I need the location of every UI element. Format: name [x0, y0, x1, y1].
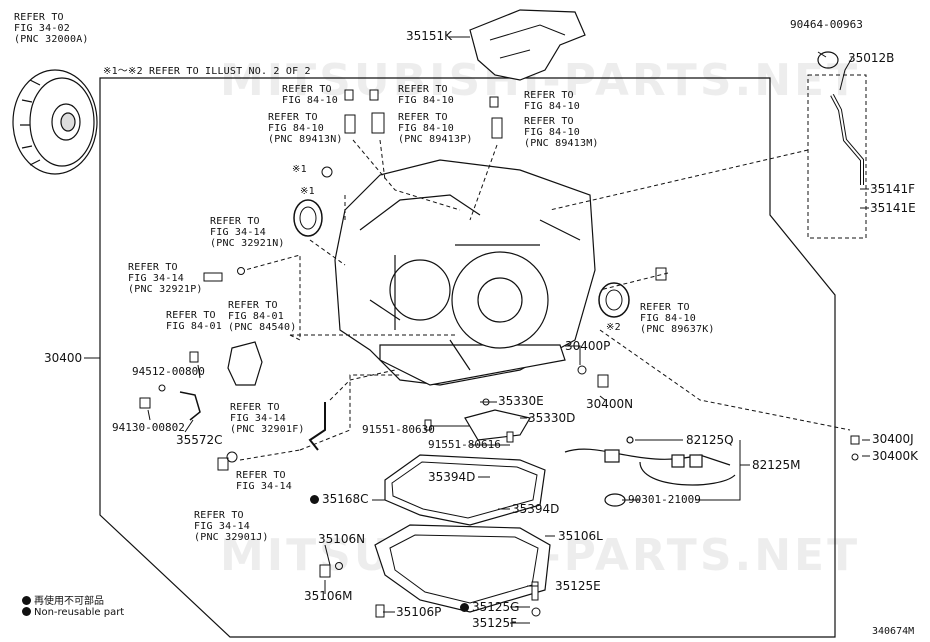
part-35168c-label: 35168C [322, 492, 369, 506]
part-35141f[interactable]: 35141F [870, 182, 916, 196]
part-35168c[interactable]: 35168C [310, 493, 369, 506]
refer-fig-84-10-a[interactable]: REFER TO FIG 84-10 [282, 84, 338, 106]
refer-pnc-84540[interactable]: REFER TO FIG 84-01 (PNC 84540) [228, 300, 297, 333]
oring-1 [321, 166, 333, 178]
part-94130-00802[interactable]: 94130-00802 [112, 421, 185, 434]
part-82125m[interactable]: 82125M [752, 458, 801, 472]
part-90464-00963[interactable]: 90464-00963 [790, 18, 863, 31]
part-35141e[interactable]: 35141E [870, 201, 916, 215]
mark-1-a: ※1 [292, 164, 307, 175]
part-91551-80616[interactable]: 91551-80616 [428, 438, 501, 451]
part-35572c[interactable]: 35572C [176, 433, 223, 447]
part-35151k[interactable]: 35151K [406, 29, 453, 43]
refer-fig-34-14[interactable]: REFER TO FIG 34-14 [236, 470, 292, 492]
part-35330d[interactable]: 35330D [528, 411, 576, 425]
part-90301-21009[interactable]: 90301-21009 [628, 493, 701, 506]
part-35106p[interactable]: 35106P [396, 605, 442, 619]
washer-1 [158, 384, 166, 392]
hose-drawing [830, 94, 864, 185]
sensor-2 [371, 112, 385, 134]
legend-jp: 再使用不可部品 [22, 592, 104, 607]
mark-2: ※2 [606, 322, 621, 333]
oring-2 [237, 267, 245, 275]
seal-1 [293, 199, 323, 237]
sensor-1 [344, 114, 356, 134]
wire-harness-drawing [564, 436, 736, 507]
refer-pnc-89413m[interactable]: REFER TO FIG 84-10 (PNC 89413M) [524, 116, 599, 149]
refer-pnc-32901j[interactable]: REFER TO FIG 34-14 (PNC 32901J) [194, 510, 269, 543]
refer-fig-84-10-c[interactable]: REFER TO FIG 84-10 [524, 90, 580, 112]
legend-jp-text: 再使用不可部品 [34, 596, 104, 607]
part-35125e[interactable]: 35125E [555, 579, 601, 593]
refer-fig-84-01[interactable]: REFER TO FIG 84-01 [166, 310, 222, 332]
part-35125g[interactable]: 35125G [460, 601, 519, 614]
part-35125f[interactable]: 35125F [472, 616, 518, 630]
refer-fig-84-10-b[interactable]: REFER TO FIG 84-10 [398, 84, 454, 106]
part-94512-00800[interactable]: 94512-00800 [132, 365, 205, 378]
legend-en: Non-reusable part [22, 607, 124, 618]
part-35125g-label: 35125G [472, 600, 520, 614]
strainer-drawing [464, 409, 531, 441]
refer-pnc-32921n[interactable]: REFER TO FIG 34-14 (PNC 32921N) [210, 216, 285, 249]
leader-lines [84, 36, 870, 624]
torque-converter-drawing [12, 69, 98, 175]
refer-torque-converter[interactable]: REFER TO FIG 34-02 (PNC 32000A) [14, 12, 89, 45]
non-reusable-mark [310, 495, 319, 504]
part-30400n[interactable]: 30400N [586, 397, 634, 411]
part-35330e[interactable]: 35330E [498, 394, 544, 408]
part-30400j[interactable]: 30400J [872, 432, 914, 446]
non-reusable-mark [460, 603, 469, 612]
oil-pan-drawing [374, 524, 551, 613]
pan-gasket-drawing [384, 454, 546, 526]
part-91551-80630[interactable]: 91551-80630 [362, 423, 435, 436]
part-30400k[interactable]: 30400K [872, 449, 919, 463]
transmission-case-drawing [334, 159, 596, 386]
part-35106n[interactable]: 35106N [318, 532, 366, 546]
pipe-drawing [308, 402, 326, 451]
cover-drawing [469, 9, 586, 81]
hose-clamp-drawing [817, 51, 839, 69]
illust-note: ※1～※2 REFER TO ILLUST NO. 2 OF 2 [103, 66, 311, 77]
refer-pnc-89413n[interactable]: REFER TO FIG 84-10 (PNC 89413N) [268, 112, 343, 145]
part-30400p[interactable]: 30400P [565, 339, 611, 353]
hose-box [807, 74, 867, 239]
sensor-3 [491, 117, 503, 139]
part-35106m[interactable]: 35106M [304, 589, 353, 603]
part-35394d-a[interactable]: 35394D [428, 470, 476, 484]
seal-2 [598, 282, 630, 318]
part-35012b[interactable]: 35012B [848, 51, 895, 65]
refer-pnc-32921p[interactable]: REFER TO FIG 34-14 (PNC 32921P) [128, 262, 203, 295]
part-35106l[interactable]: 35106L [558, 529, 603, 543]
part-35394d-b[interactable]: 35394D [512, 502, 560, 516]
switch-drawing [227, 341, 263, 386]
dashed-leaders [239, 139, 851, 461]
mark-1-b: ※1 [300, 186, 315, 197]
part-30400[interactable]: 30400 [44, 351, 83, 365]
refer-pnc-89637k[interactable]: REFER TO FIG 84-10 (PNC 89637K) [640, 302, 715, 335]
legend-dot [22, 596, 31, 605]
refer-pnc-89413p[interactable]: REFER TO FIG 84-10 (PNC 89413P) [398, 112, 473, 145]
part-82125q[interactable]: 82125Q [686, 433, 734, 447]
group-frame [99, 77, 836, 638]
oring-3 [577, 365, 587, 375]
legend-dot [22, 607, 31, 616]
small-bolts [139, 89, 860, 618]
refer-pnc-32901f[interactable]: REFER TO FIG 34-14 (PNC 32901F) [230, 402, 305, 435]
figure-id: 340674M [872, 626, 915, 637]
legend-en-text: Non-reusable part [34, 607, 125, 618]
bracket-drawing [179, 391, 201, 421]
